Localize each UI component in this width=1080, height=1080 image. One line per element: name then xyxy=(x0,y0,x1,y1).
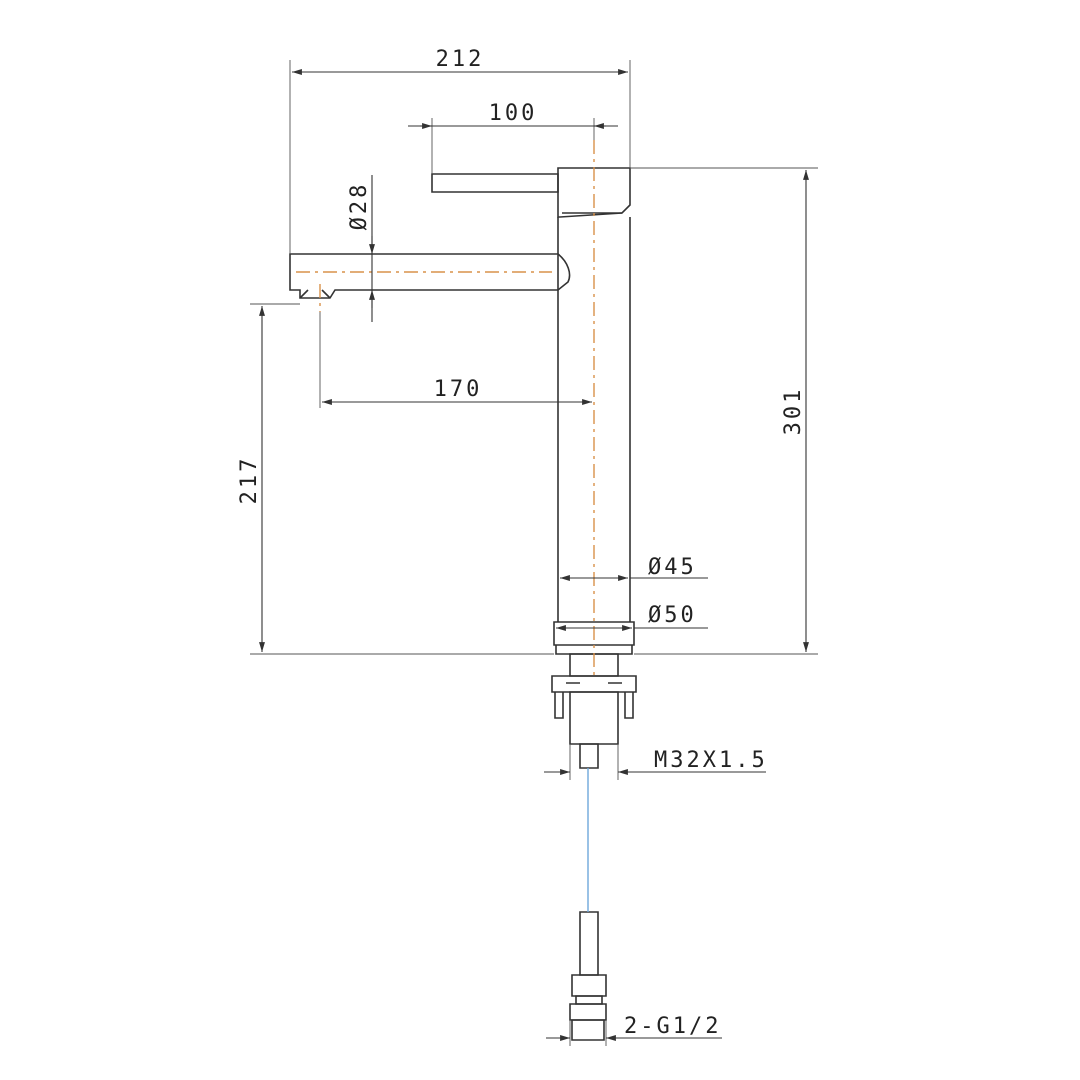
label-spout-reach: 170 xyxy=(434,377,483,402)
dimension-base-diameter: Ø50 xyxy=(556,603,708,631)
body-column xyxy=(557,217,631,622)
label-overall-width: 212 xyxy=(436,47,485,72)
dimension-handle-length: 100 xyxy=(408,101,618,174)
label-spout-diameter: Ø28 xyxy=(347,182,372,231)
label-overall-height: 301 xyxy=(781,387,806,436)
dimension-spout-diameter: Ø28 xyxy=(347,175,375,322)
thread-stub xyxy=(579,743,599,769)
base-ring xyxy=(553,621,635,646)
centerlines xyxy=(296,140,595,912)
fixing-nut xyxy=(569,691,619,745)
dimension-body-diameter: Ø45 xyxy=(560,555,708,581)
dimension-inlet-hoses: 2-G1/2 xyxy=(546,1014,722,1046)
fixing-bracket xyxy=(551,675,637,693)
dimension-overall-width: 212 xyxy=(289,47,631,254)
dimension-thread: M32X1.5 xyxy=(544,744,768,780)
label-inlet-hoses: 2-G1/2 xyxy=(624,1014,721,1039)
lever-handle xyxy=(431,173,559,193)
faucet-outline xyxy=(289,167,637,1041)
label-body-diameter: Ø45 xyxy=(648,555,697,580)
dimension-overall-height: 301 xyxy=(630,167,818,655)
dimension-spout-reach: 170 xyxy=(319,312,592,408)
label-base-diameter: Ø50 xyxy=(648,603,697,628)
label-handle-length: 100 xyxy=(489,101,538,126)
label-thread: M32X1.5 xyxy=(654,748,768,773)
hose-fitting xyxy=(579,911,599,976)
label-outlet-height: 217 xyxy=(237,456,262,505)
dimension-outlet-height: 217 xyxy=(237,303,554,655)
spout xyxy=(289,253,571,299)
